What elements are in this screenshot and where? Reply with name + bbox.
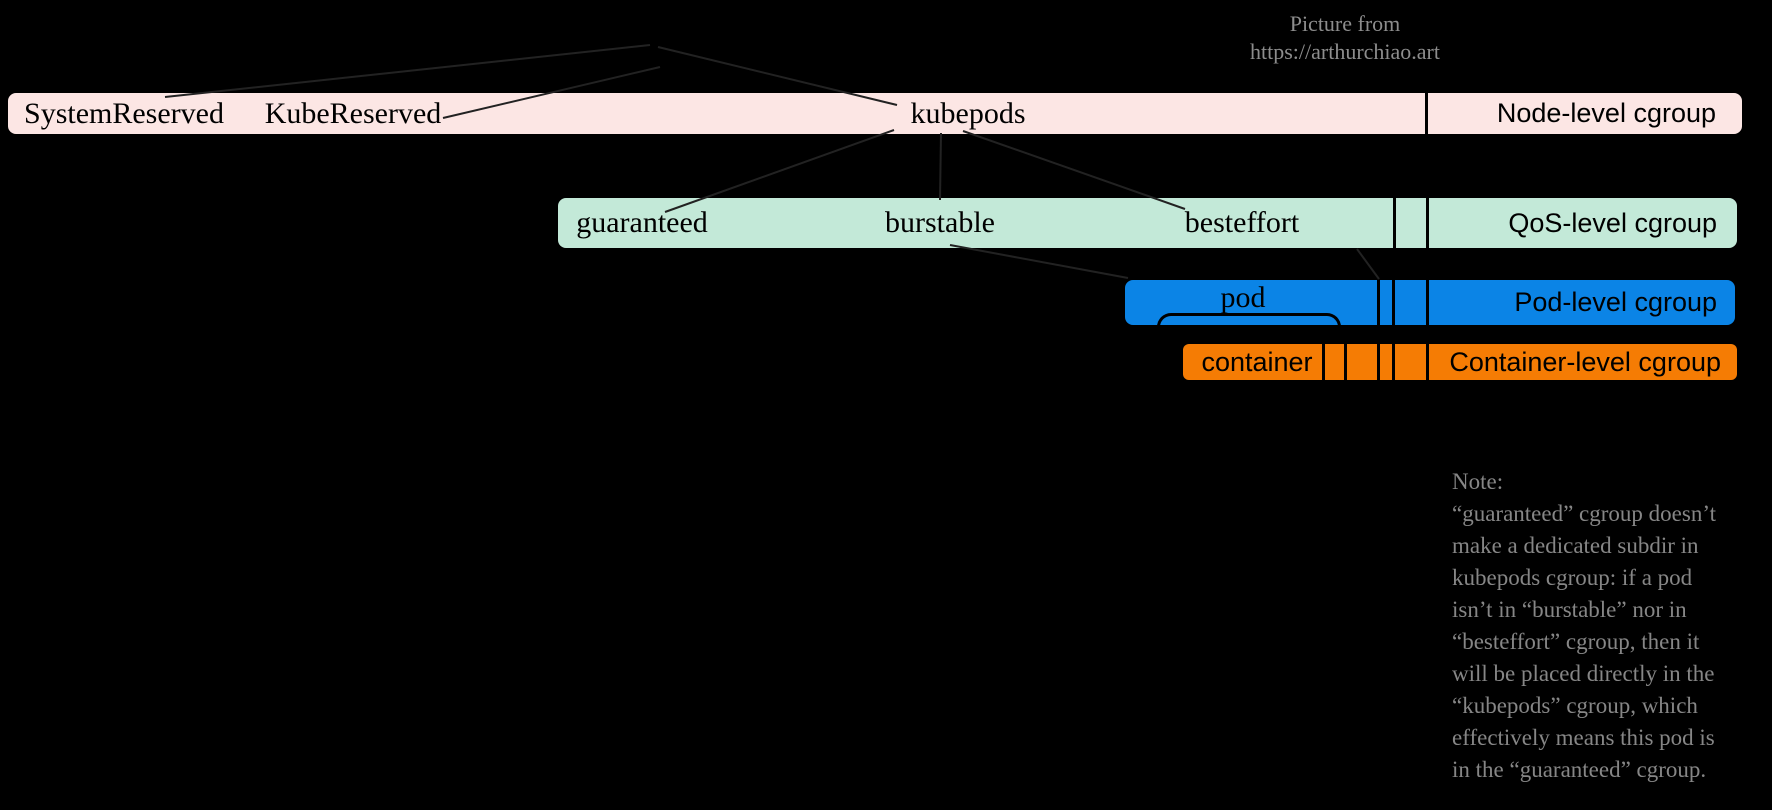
label-systemreserved: SystemReserved — [24, 96, 224, 130]
nested-container-outline — [1157, 313, 1341, 338]
connector-root-kubepods — [657, 46, 898, 106]
label-container: container — [1201, 346, 1313, 377]
segment-divider — [1377, 280, 1380, 325]
label-besteffort: besteffort — [1184, 206, 1300, 239]
pod-level-bar: pod Pod-level cgroup — [1125, 280, 1735, 338]
connector-burstable-pod — [949, 244, 1129, 279]
label-pod: pod — [1220, 281, 1266, 314]
segment-divider — [1426, 280, 1429, 325]
connector-kubepods-guaranteed — [664, 129, 895, 213]
connector-root-kubereserved — [442, 66, 661, 119]
attribution-line1: Picture from — [1289, 11, 1401, 36]
connector-kubepods-besteffort — [962, 130, 1186, 210]
segment-divider — [1393, 198, 1396, 248]
pod-level-label: Pod-level cgroup — [1514, 287, 1717, 317]
segment-divider — [1377, 344, 1380, 380]
container-level-bar: container Container-level cgroup — [1183, 344, 1737, 380]
qos-level-bar: guaranteed burstable besteffort QoS-leve… — [558, 198, 1737, 248]
connector-kubepods-burstable — [939, 132, 942, 201]
label-kubereserved: KubeReserved — [264, 96, 442, 130]
segment-divider — [1392, 344, 1395, 380]
connector-root-systemreserved — [164, 44, 651, 98]
note-text: Note: “guaranteed” cgroup doesn’t make a… — [1452, 469, 1716, 782]
connector-qos-pod-segment — [1356, 248, 1380, 280]
container-level-label: Container-level cgroup — [1449, 346, 1721, 377]
segment-divider — [1344, 344, 1347, 380]
node-level-bar: SystemReserved KubeReserved kubepods Nod… — [8, 93, 1742, 134]
segment-divider — [1426, 198, 1429, 248]
segment-divider — [1392, 280, 1395, 325]
qos-level-label: QoS-level cgroup — [1508, 207, 1717, 238]
label-burstable: burstable — [885, 206, 995, 239]
segment-divider — [1426, 344, 1429, 380]
attribution-line2: https://arthurchiao.art — [1250, 39, 1440, 64]
attribution: Picture from https://arthurchiao.art — [1145, 10, 1545, 66]
label-kubepods: kubepods — [910, 96, 1026, 130]
segment-divider — [1425, 93, 1428, 134]
segment-divider — [1322, 344, 1325, 380]
label-guaranteed: guaranteed — [576, 206, 708, 239]
node-level-label: Node-level cgroup — [1496, 98, 1716, 128]
